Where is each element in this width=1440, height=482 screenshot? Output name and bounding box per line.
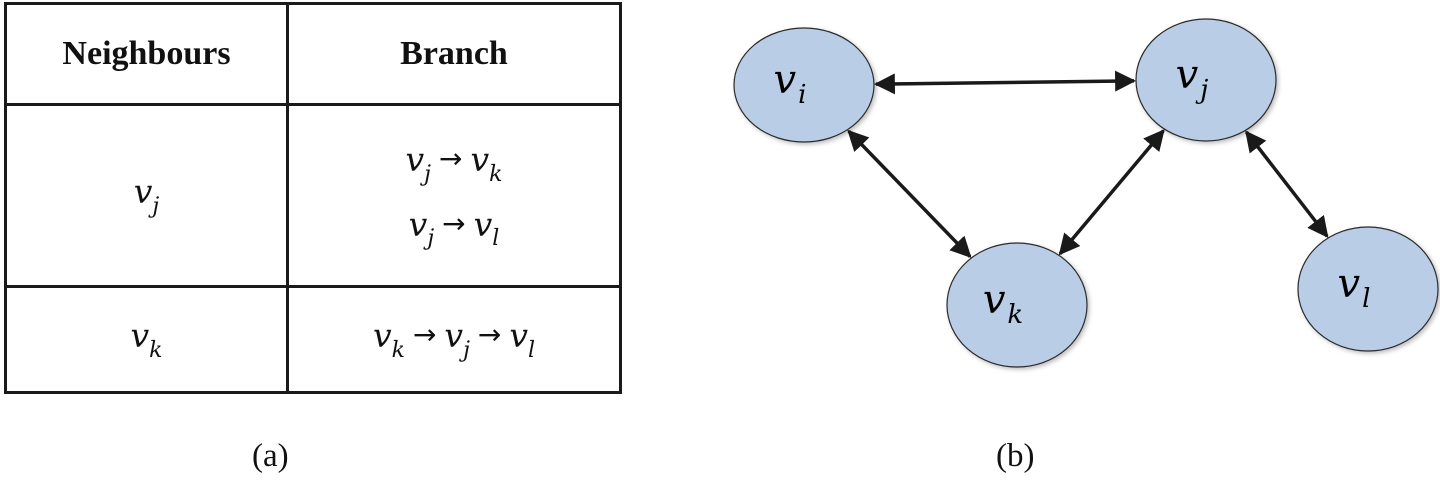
caption-a: (a) bbox=[252, 438, 289, 474]
node-vi: vi bbox=[733, 27, 875, 143]
branch-path: vj→vk bbox=[405, 139, 503, 187]
vertex-symbol: vj bbox=[405, 139, 431, 187]
node-circle bbox=[1135, 18, 1277, 142]
node-label: vk bbox=[983, 277, 1023, 330]
node-vj: vj bbox=[1135, 18, 1277, 142]
header-neighbours: Neighbours bbox=[62, 35, 231, 72]
table-header-divider bbox=[7, 103, 619, 106]
row-2-neighbour-cell: vk bbox=[7, 288, 286, 391]
edge-j-l bbox=[1245, 130, 1329, 238]
neighbour-vertex: vj bbox=[133, 172, 160, 219]
graph-nodes: vi vj vk vl bbox=[733, 18, 1439, 368]
arrow-icon: → bbox=[439, 141, 463, 175]
arrow-icon: → bbox=[412, 318, 437, 352]
node-label: vl bbox=[1338, 261, 1371, 314]
edge-k-j bbox=[1058, 129, 1165, 256]
neighbour-vertex: vk bbox=[130, 316, 163, 363]
vertex-symbol: vj bbox=[444, 316, 470, 363]
edge-i-j bbox=[873, 70, 1137, 95]
table-column-divider bbox=[286, 5, 289, 391]
vertex-symbol: vj bbox=[133, 172, 160, 219]
branch-path: vk→vj→vl bbox=[372, 316, 536, 363]
branch-path: vj→vl bbox=[408, 204, 500, 252]
vertex-symbol: vk bbox=[372, 316, 405, 363]
node-circle bbox=[946, 242, 1088, 368]
vertex-symbol: vl bbox=[509, 316, 536, 363]
row-2-branch-cell: vk→vj→vl bbox=[289, 288, 619, 391]
arrow-icon: → bbox=[442, 206, 466, 240]
vertex-symbol: vk bbox=[130, 316, 163, 363]
node-circle bbox=[1297, 226, 1439, 352]
node-label: vj bbox=[1176, 52, 1209, 105]
arrow-icon: → bbox=[477, 318, 502, 352]
node-label: vi bbox=[774, 57, 807, 110]
node-vl: vl bbox=[1297, 226, 1439, 352]
row-1-neighbour-cell: vj bbox=[7, 106, 286, 285]
table-row-divider bbox=[7, 285, 619, 288]
node-vk: vk bbox=[946, 242, 1088, 368]
edge-i-k bbox=[847, 129, 972, 259]
node-circle bbox=[733, 27, 875, 143]
graph-edges bbox=[847, 70, 1329, 259]
vertex-symbol: vj bbox=[408, 204, 435, 252]
header-branch: Branch bbox=[400, 35, 508, 72]
vertex-symbol: vl bbox=[473, 204, 500, 252]
caption-b: (b) bbox=[996, 438, 1035, 474]
vertex-symbol: vk bbox=[470, 139, 503, 187]
